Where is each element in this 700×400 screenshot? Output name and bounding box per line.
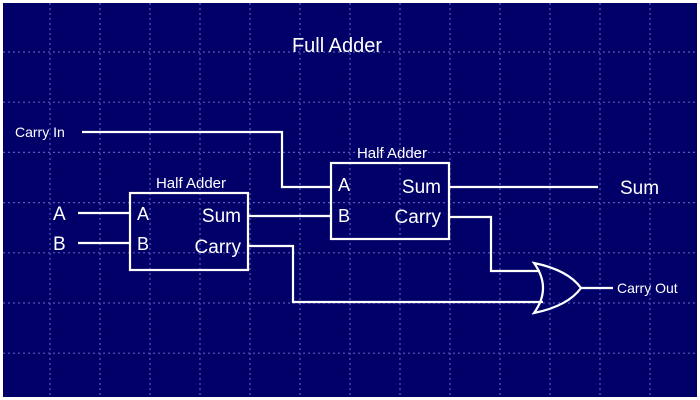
ha2-out-sum: Sum: [402, 177, 441, 198]
wire-ha2-carry: [449, 215, 540, 273]
wire-carry-in: [82, 130, 331, 189]
ha2-in-b: B: [338, 206, 350, 226]
carry-out-label: Carry Out: [617, 280, 678, 296]
input-b-label: B: [53, 234, 66, 255]
wires: [78, 130, 613, 315]
ha2-out-carry: Carry: [395, 207, 442, 228]
sum-output-label: Sum: [620, 178, 659, 199]
ha2-in-a: A: [338, 175, 350, 195]
carry-in-label: Carry In: [15, 124, 65, 140]
half-adder-2-box: [329, 161, 451, 241]
wire-ha1-carry: [248, 244, 543, 304]
input-a-label: A: [53, 204, 66, 225]
or-gate: [531, 261, 583, 315]
ha1-out-carry: Carry: [195, 237, 242, 258]
diagram-title: Full Adder: [292, 35, 382, 57]
half-adder-2-label: Half Adder: [357, 145, 427, 162]
half-adder-1-box: [128, 191, 250, 272]
ha1-in-a: A: [137, 204, 149, 224]
ha1-in-b: B: [137, 234, 149, 254]
ha1-out-sum: Sum: [202, 206, 241, 227]
half-adder-1-label: Half Adder: [156, 175, 226, 192]
